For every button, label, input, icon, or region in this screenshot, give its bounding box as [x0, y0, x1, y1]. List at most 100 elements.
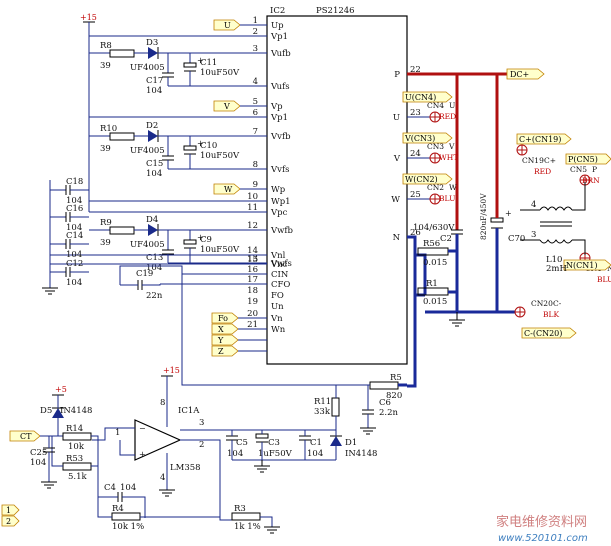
ic2-pin-name: V	[393, 154, 401, 164]
ic2-pin-name: U	[393, 113, 400, 123]
bootstrap-ecap-plus: +	[197, 233, 204, 242]
svg-text:Z: Z	[218, 347, 224, 356]
connector-pin: W	[449, 183, 457, 192]
bootstrap-ecap	[183, 145, 197, 151]
connector-ref: CN5	[570, 165, 587, 174]
tag-p-cn5[interactable]: P(CN5)	[565, 153, 611, 165]
cin-sense-wire	[181, 274, 336, 386]
ic2-pin-name: Vp	[270, 102, 283, 112]
lower-input-tag[interactable]: Fo	[211, 312, 239, 324]
opamp-plus-in	[119, 440, 135, 456]
tag-w-cn2[interactable]: W(CN2)	[402, 173, 453, 185]
svg-text:X: X	[218, 325, 224, 334]
tag-c-plus[interactable]: C+(CN19)	[516, 133, 572, 145]
ic2-pin-num: 15	[247, 255, 258, 265]
bootstrap-r-val: 39	[100, 238, 111, 248]
connector-color: BLK	[543, 310, 559, 319]
bootstrap-d-val: UF4005	[130, 146, 165, 156]
ic2-pin-num: 12	[247, 221, 258, 231]
supply-d5: +5	[55, 385, 67, 394]
tag-corner-2[interactable]: 2	[1, 515, 20, 527]
bootstrap-c-val: 10uF50V	[200, 245, 240, 255]
tag-u[interactable]: U	[213, 19, 241, 31]
ground-rail	[254, 460, 270, 473]
r53-wire	[51, 436, 63, 467]
c3-body	[255, 433, 269, 439]
c19-wire-2	[142, 284, 161, 286]
connector-color: BLU	[439, 194, 455, 203]
pin24-num: 24	[410, 149, 421, 159]
r3-ref: R3	[234, 504, 246, 514]
left-cap-val: 104	[66, 278, 82, 288]
ic2-pin-name: Vnc	[270, 260, 288, 270]
r3-right	[260, 516, 273, 527]
ic2-ref: IC2	[270, 6, 285, 16]
opamp-minus: −	[139, 424, 146, 433]
lower-input-tag[interactable]: Y	[211, 334, 239, 346]
ic2-pin-num: 19	[247, 297, 258, 307]
svg-text:2: 2	[6, 517, 11, 526]
tag-dc-plus[interactable]: DC+	[506, 68, 545, 80]
r56-val: 0.015	[423, 258, 447, 268]
connector-ref: CN3	[427, 142, 444, 151]
svg-text:V: V	[223, 102, 230, 111]
c70-body	[490, 217, 504, 223]
lower-input-tag[interactable]: X	[211, 323, 239, 335]
ic2-pin-num: 16	[247, 265, 258, 275]
tag-ct[interactable]: CT	[9, 430, 41, 442]
opamp-ic1a	[134, 419, 182, 461]
d1-val: IN4148	[345, 449, 377, 459]
c6-val: 2.2n	[379, 408, 399, 418]
tag-c-minus[interactable]: C-(CN20)	[521, 327, 577, 339]
c2-val: 104/630V	[413, 223, 455, 233]
c3-val: 1uF50V	[258, 449, 293, 459]
bootstrap-c2-val: 104	[146, 86, 162, 96]
pin25-num: 25	[410, 190, 421, 200]
ic2-pin-name: P	[394, 70, 400, 80]
ic2-pin-name: Wp1	[271, 197, 291, 207]
r5-val: 820	[386, 391, 402, 401]
svg-text:CT: CT	[20, 432, 32, 441]
c1-val: 104	[307, 449, 323, 459]
tag-u-cn4[interactable]: U(CN4)	[402, 91, 453, 103]
ic1-pin1: 1	[115, 428, 120, 438]
ic2-pin-name: Un	[271, 302, 284, 312]
r11-ref: R11	[314, 397, 331, 407]
bootstrap-ecap	[183, 239, 197, 245]
svg-text:C-(CN20): C-(CN20)	[524, 329, 562, 338]
ground-shunt	[449, 312, 465, 327]
tag-corner-1[interactable]: 1	[1, 504, 20, 516]
tag-v-cn3[interactable]: V(CN3)	[402, 132, 453, 144]
tag-n-cn1[interactable]: N(CN1)	[563, 259, 611, 271]
r5-ref: R5	[390, 373, 402, 383]
ic2-pin-name: Vpc	[270, 208, 288, 218]
connector-color: RED	[534, 167, 551, 176]
r1-val: 0.015	[423, 297, 447, 307]
ic2-pin-num: 18	[247, 286, 258, 296]
bootstrap-d-val: UF4005	[130, 240, 165, 250]
d5-ref: D5	[40, 406, 52, 416]
connector-pin: C-	[553, 299, 562, 308]
bootstrap-r-val: 39	[100, 61, 111, 71]
bootstrap-circuits: R839D3UF4005+C1110uF50VC17104R1039D2UF40…	[89, 38, 267, 273]
ic2-pin-name: Vvfb	[270, 132, 291, 142]
ic2-pin-name: Vufb	[270, 49, 291, 59]
lower-input-tag[interactable]: Z	[211, 345, 239, 357]
ic1-ref: IC1A	[178, 406, 200, 416]
r11-val: 33k	[314, 407, 331, 417]
bootstrap-resistor	[109, 132, 135, 141]
ic2-pin-num: 2	[253, 27, 258, 37]
tag-v[interactable]: V	[213, 100, 241, 112]
ic1-part: LM358	[170, 463, 201, 473]
ic2-pin-name: Vn	[270, 314, 283, 324]
tag-w[interactable]: W	[213, 183, 241, 195]
watermark-cn: 家电维修资料网	[496, 514, 587, 530]
r1-ref: R1	[426, 279, 438, 289]
c19-ref: C19	[136, 269, 153, 279]
ic1-pin4: 4	[160, 473, 165, 483]
left-cap-ref: C18	[66, 177, 83, 187]
bootstrap-c-val: 10uF50V	[200, 151, 240, 161]
ic2-pin-num: 13	[247, 254, 258, 264]
opamp-in-wire	[180, 426, 337, 431]
